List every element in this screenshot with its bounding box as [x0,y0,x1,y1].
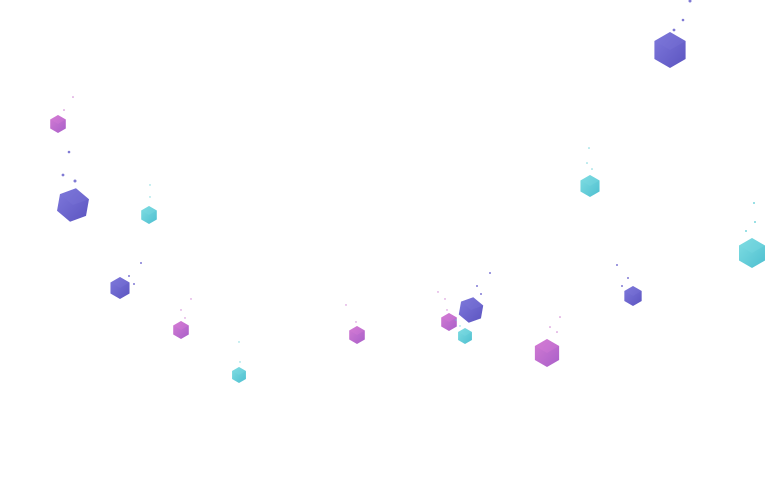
hexagon-shape [654,32,686,68]
trail-dot [616,264,618,266]
trail-dot [140,262,142,264]
hexagon-shape [458,297,484,323]
magenta-hexagon-particle [173,298,192,339]
hexagon-facet-highlight [50,115,66,124]
trail-dot [73,179,77,183]
magenta-hexagon-particle [534,316,561,367]
magenta-hexagon-particle [437,291,457,331]
hexagon-facet-highlight [739,238,765,253]
trail-dot [149,196,151,198]
trail-dot [627,277,629,279]
trail-dot [455,319,457,321]
trail-dot [745,230,747,232]
trail-dot [476,285,478,287]
trail-dot [345,304,347,306]
hexagon-shape [57,188,89,222]
trail-dot [446,309,448,311]
trail-dot [238,341,240,343]
trail-dot [184,317,186,319]
hexagon-facet-highlight [458,328,472,336]
trail-dot [149,184,151,186]
trail-dot [753,202,755,204]
cyan-hexagon-particle [232,341,246,383]
hexagon-shape [534,339,560,367]
cyan-hexagon-particle [739,202,765,268]
indigo-hexagon-particle [654,0,692,68]
hexagon-facet-highlight [654,32,686,50]
trail-dot [549,326,551,328]
hexagon-shape [441,313,457,331]
hexagon-shape [141,206,157,224]
trail-dot [67,150,71,154]
trail-dot [72,96,74,98]
hexagon-shape [580,175,600,197]
hexagon-shape [739,238,765,268]
hexagon-particles [50,0,765,383]
cyan-hexagon-particle [580,147,600,197]
trail-dot [559,316,561,318]
trail-dot [586,162,588,164]
trail-dot [688,0,692,3]
hexagon-facet-highlight [624,286,642,296]
trail-dot [239,361,241,363]
trail-dot [437,291,439,293]
hexagon-facet-highlight [441,313,457,322]
hexagon-facet-highlight [232,367,246,375]
trail-dot [588,147,590,149]
hexagon-shape [458,328,472,344]
hexagon-shape [173,321,189,339]
trail-dot [180,309,182,311]
hexagon-facet-highlight [59,188,89,205]
trail-dot [61,173,65,177]
hexagon-facet-highlight [349,326,365,335]
trail-dot [444,298,446,300]
magenta-hexagon-particle [50,96,74,133]
trail-dot [489,272,491,274]
hexagon-shape [110,277,130,299]
hexagon-facet-highlight [110,277,130,288]
magenta-hexagon-particle [345,304,365,344]
hexagon-facet-highlight [173,321,189,330]
indigo-hexagon-particle [57,150,89,222]
trail-dot [556,331,558,333]
indigo-hexagon-particle [458,272,491,323]
trail-dot [681,18,685,22]
hexagon-shape [624,286,642,306]
hexagon-facet-highlight [534,339,560,353]
trail-dot [133,283,135,285]
indigo-hexagon-particle [616,264,642,306]
hexagon-facet-highlight [461,297,484,310]
hexagon-shape [50,115,66,133]
trail-dot [63,109,65,111]
trail-dot [355,321,357,323]
trail-dot [128,275,130,277]
trail-dot [591,168,593,170]
trail-dot [459,325,461,327]
trail-dot [754,221,756,223]
hexagon-shape [232,367,246,383]
trail-dot [480,293,482,295]
hexagon-shape [349,326,365,344]
trail-dot [621,285,623,287]
hexagon-facet-highlight [580,175,600,186]
cyan-hexagon-particle [141,184,157,224]
trail-dot [190,298,192,300]
cyan-hexagon-particle [455,319,472,344]
hexagon-facet-highlight [141,206,157,215]
indigo-hexagon-particle [110,262,142,299]
trail-dot [672,28,676,32]
